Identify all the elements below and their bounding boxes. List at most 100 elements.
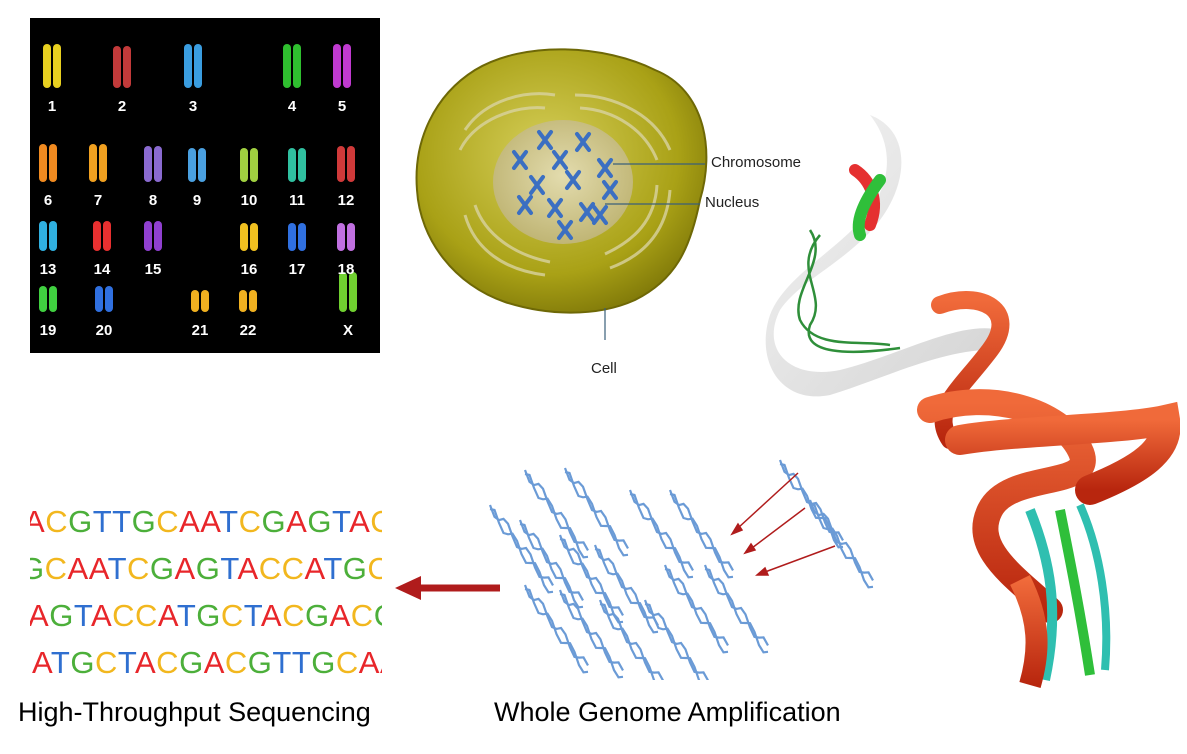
karyotype-chromosomes <box>39 44 357 312</box>
chromosome-9 <box>188 148 196 182</box>
dna-strand <box>564 470 629 557</box>
chromosome-8 <box>144 146 152 182</box>
chromosome-14 <box>93 221 101 251</box>
chromosome-2 <box>113 46 121 88</box>
chromosome-number-label: 2 <box>117 98 127 115</box>
chromosome-number-label: 6 <box>43 192 53 209</box>
chromosome-13 <box>39 221 47 251</box>
nucleus-chromosome <box>575 132 591 152</box>
chromosome-number-label: X <box>342 322 354 339</box>
chromosome-number-label: 4 <box>287 98 297 115</box>
chromosome-1 <box>53 44 61 88</box>
chromosome-18 <box>337 223 345 251</box>
nucleus-chromosome <box>547 198 563 218</box>
nucleus-chromosome <box>552 150 568 170</box>
cell-diagram <box>415 48 708 340</box>
chromosome-number-label: 5 <box>337 98 347 115</box>
chromosome-18 <box>347 223 355 251</box>
nucleus-chromosome <box>592 205 608 225</box>
dna-strand <box>808 499 874 581</box>
thin-helix <box>797 229 901 354</box>
chromosome-19 <box>49 286 57 312</box>
dna-strand <box>599 602 656 680</box>
chromosome-22 <box>239 290 247 312</box>
chromosome-20 <box>105 286 113 312</box>
chromosome-12 <box>347 146 355 182</box>
nucleus-chromosome <box>512 150 528 170</box>
dna-strand <box>594 547 659 634</box>
dna-strand <box>663 564 729 646</box>
nucleus-chromosome <box>557 220 573 240</box>
chromosome-22 <box>249 290 257 312</box>
dna-strand <box>559 537 624 624</box>
dna-strand <box>593 544 659 626</box>
nucleus-chromosome <box>602 180 618 200</box>
chromosome-11 <box>298 148 306 182</box>
dna-strand <box>779 462 844 549</box>
chromosome-label: Chromosome <box>711 154 802 171</box>
sequence-reads: ACGTTGCAATCGAGTACC GCAATCGAGTACCATGCTA A… <box>30 498 382 688</box>
dna-strand <box>524 587 589 674</box>
dna-strand <box>489 507 554 594</box>
cell-label: Cell <box>591 360 617 377</box>
left-arrow-icon <box>395 576 500 600</box>
chromosome-6 <box>39 144 47 182</box>
dna-strand <box>518 519 584 601</box>
chromosome-4 <box>283 44 291 88</box>
chromosome-15 <box>154 221 162 251</box>
chromosome-number-label: 1 <box>47 98 57 115</box>
dna-strand <box>629 492 694 579</box>
chromosome-12 <box>337 146 345 182</box>
chromosome-3 <box>194 44 202 88</box>
chromosome-number-label: 15 <box>144 261 162 278</box>
chromatin-ribbon <box>765 115 1000 397</box>
chromosome-number-label: 8 <box>148 192 158 209</box>
chromosome-17 <box>298 223 306 251</box>
dna-strand <box>558 589 624 671</box>
thick-helix <box>917 291 1180 689</box>
dna-strand <box>704 567 769 654</box>
chromosome-number-label: 10 <box>240 192 258 209</box>
dna-strand <box>664 567 729 654</box>
nucleus-chromosome <box>517 195 533 215</box>
amplified-dna-strands <box>488 459 874 680</box>
sequence-read: GCAATCGAGTACCATGCTA <box>30 551 382 586</box>
nucleus-chromosome <box>565 170 581 190</box>
chromosome-17 <box>288 223 296 251</box>
chromosome-13 <box>49 221 57 251</box>
chromosome-number-label: 21 <box>191 322 209 339</box>
dna-strand <box>524 472 589 559</box>
chromosome-19 <box>39 286 47 312</box>
chromosome-16 <box>240 223 248 251</box>
chromosome-16 <box>250 223 258 251</box>
chromosome-number-label: 22 <box>239 322 257 339</box>
chromosome-7 <box>99 144 107 182</box>
nucleus-label: Nucleus <box>705 194 760 211</box>
amplification-caption: Whole Genome Amplification <box>494 697 841 727</box>
chromosome-21 <box>191 290 199 312</box>
dna-strand <box>643 599 709 680</box>
nucleus-chromosome <box>597 158 613 178</box>
dna-strand <box>523 584 589 666</box>
chromosome-5 <box>343 44 351 88</box>
chromosome-5 <box>333 44 341 88</box>
sequencing-caption: High-Throughput Sequencing <box>18 697 371 727</box>
dna-strand <box>598 599 664 680</box>
chromosome-number-label: 11 <box>289 192 305 209</box>
chromosome-14 <box>103 221 111 251</box>
chromosome-number-label: 3 <box>188 98 198 115</box>
chromosome-number-label: 16 <box>240 261 258 278</box>
chromosome-4 <box>293 44 301 88</box>
dna-strand <box>809 502 874 589</box>
chromosome-15 <box>144 221 152 251</box>
nucleus-chromosome <box>537 130 553 150</box>
chromosome-10 <box>240 148 248 182</box>
sequence-read: ACGTTGCAATCGAGTACC <box>30 504 382 539</box>
chromosome-8 <box>154 146 162 182</box>
chromosome-3 <box>184 44 192 88</box>
dna-strand <box>519 522 584 609</box>
chromosome-20 <box>95 286 103 312</box>
chromosome-number-label: 12 <box>337 192 355 209</box>
nucleus-chromosome <box>579 202 595 222</box>
